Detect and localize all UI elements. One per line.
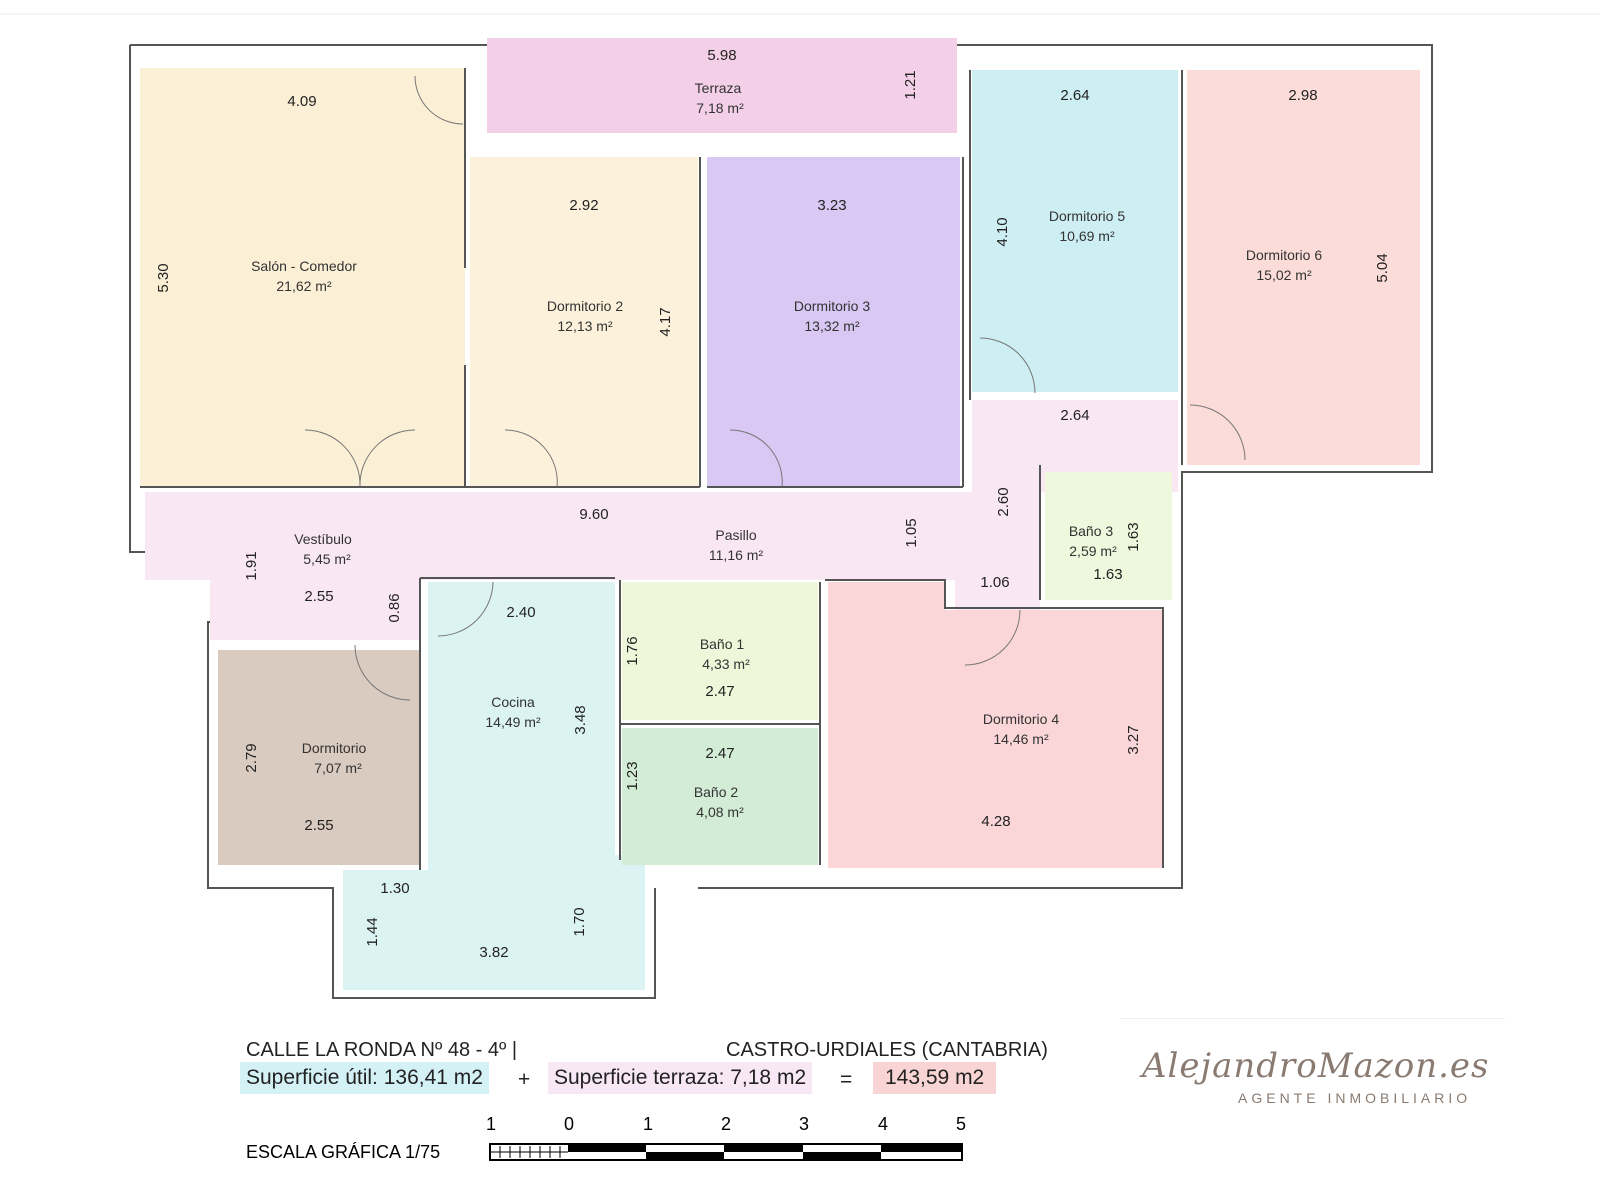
dim-label: 0.86 xyxy=(386,593,403,622)
dim-label: 5.04 xyxy=(1374,253,1391,282)
dim-label: 1.05 xyxy=(903,518,920,547)
dim-label: 2.60 xyxy=(995,487,1012,516)
scale-tick: 0 xyxy=(564,1114,575,1134)
equals-sign: = xyxy=(840,1068,853,1091)
dim-label: 3.82 xyxy=(479,944,508,961)
dim-label: 1.44 xyxy=(364,917,381,946)
scale-tick: 1 xyxy=(643,1114,654,1134)
logo-subtitle: AGENTE INMOBILIARIO xyxy=(1238,1090,1472,1106)
dim-label: 2.47 xyxy=(705,745,734,762)
room-area-dorm6: 15,02 m² xyxy=(1256,267,1312,283)
room-dormitorio xyxy=(218,650,420,865)
room-name-terraza: Terraza xyxy=(695,80,742,96)
scale-bar xyxy=(489,1143,963,1161)
floor-plan: Terraza 7,18 m² 5.98 1.21 Salón - Comedo… xyxy=(0,13,1600,999)
room-name-vestibulo: Vestíbulo xyxy=(294,531,352,547)
room-name-cocina: Cocina xyxy=(491,694,535,710)
room-area-dorm4: 14,46 m² xyxy=(993,731,1049,747)
dim-label: 1.70 xyxy=(571,907,588,936)
logo: AlejandroMazon.es xyxy=(1142,1046,1490,1086)
room-bano-1 xyxy=(622,582,818,720)
dim-label: 4.28 xyxy=(981,813,1010,830)
outer-wall xyxy=(129,44,1433,999)
scale-label: ESCALA GRÁFICA 1/75 xyxy=(246,1142,441,1162)
dim-label: 3.48 xyxy=(572,705,589,734)
dim-label: 1.21 xyxy=(902,70,919,99)
dim-label: 2.64 xyxy=(1060,407,1089,424)
dim-label: 2.47 xyxy=(705,683,734,700)
room-area-bano1: 4,33 m² xyxy=(702,656,750,672)
room-terraza xyxy=(487,38,957,133)
room-name-dorm5: Dormitorio 5 xyxy=(1049,208,1125,224)
dim-label: 2.55 xyxy=(304,817,333,834)
room-area-salon: 21,62 m² xyxy=(276,278,332,294)
room-name-salon: Salón - Comedor xyxy=(251,258,357,274)
room-area-bano2: 4,08 m² xyxy=(696,804,744,820)
dim-label: 1.76 xyxy=(624,636,641,665)
dim-label: 2.64 xyxy=(1060,87,1089,104)
room-name-dorm3: Dormitorio 3 xyxy=(794,298,870,314)
room-area-dormitorio: 7,07 m² xyxy=(314,760,362,776)
room-area-cocina: 14,49 m² xyxy=(485,714,541,730)
room-area-dorm3: 13,32 m² xyxy=(804,318,860,334)
scale-tick: 4 xyxy=(878,1114,889,1134)
room-name-bano1: Baño 1 xyxy=(700,636,745,652)
dim-label: 1.30 xyxy=(380,880,409,897)
dim-label: 2.55 xyxy=(304,588,333,605)
room-cocina xyxy=(343,582,645,990)
dim-label: 5.30 xyxy=(155,263,172,292)
room-name-dorm4: Dormitorio 4 xyxy=(983,711,1059,727)
dim-label: 1.06 xyxy=(980,574,1009,591)
room-area-pasillo: 11,16 m² xyxy=(709,547,764,563)
dim-label: 1.63 xyxy=(1125,522,1142,551)
dim-label: 4.09 xyxy=(287,93,316,110)
dim-label: 1.91 xyxy=(243,551,260,580)
address: CALLE LA RONDA Nº 48 - 4º | xyxy=(246,1039,518,1061)
total-area-badge: 143,59 m2 xyxy=(873,1062,997,1094)
superficie-util-badge: Superficie útil: 136,41 m2 xyxy=(240,1062,489,1094)
dim-label: 4.17 xyxy=(657,307,674,336)
room-dormitorio-2 xyxy=(470,157,698,487)
room-name-pasillo: Pasillo xyxy=(715,527,756,543)
room-name-dorm6: Dormitorio 6 xyxy=(1246,247,1322,263)
dim-label: 2.79 xyxy=(243,743,260,772)
dim-label: 2.40 xyxy=(506,604,535,621)
dim-label: 3.23 xyxy=(817,197,846,214)
dim-label: 2.98 xyxy=(1288,87,1317,104)
scale-tick: 2 xyxy=(721,1114,732,1134)
room-name-bano3: Baño 3 xyxy=(1069,523,1114,539)
room-area-dorm5: 10,69 m² xyxy=(1059,228,1115,244)
dim-label: 1.23 xyxy=(624,761,641,790)
scale-tick: 5 xyxy=(956,1114,967,1134)
room-bano-3 xyxy=(1045,472,1172,600)
scale-tick: 3 xyxy=(799,1114,810,1134)
dim-label: 1.63 xyxy=(1093,566,1122,583)
room-area-terraza: 7,18 m² xyxy=(696,100,744,116)
logo-rule xyxy=(1120,1018,1505,1019)
dim-label: 4.10 xyxy=(994,217,1011,246)
room-dormitorio-3 xyxy=(707,157,960,487)
door-swings xyxy=(304,75,1246,701)
room-salon-comedor xyxy=(140,68,465,487)
room-area-bano3: 2,59 m² xyxy=(1069,543,1117,559)
room-area-vestibulo: 5,45 m² xyxy=(303,551,351,567)
superficie-terraza-badge: Superficie terraza: 7,18 m2 xyxy=(548,1062,813,1094)
dim-label: 2.92 xyxy=(569,197,598,214)
room-name-dorm2: Dormitorio 2 xyxy=(547,298,623,314)
dim-label: 9.60 xyxy=(579,506,608,523)
room-dormitorio-5 xyxy=(972,70,1178,392)
room-name-bano2: Baño 2 xyxy=(694,784,739,800)
scale-tick: 1 xyxy=(486,1114,497,1134)
room-dormitorio-6 xyxy=(1187,70,1420,465)
plus-sign: + xyxy=(518,1068,531,1091)
city: CASTRO-URDIALES (CANTABRIA) xyxy=(726,1039,1048,1061)
room-area-dorm2: 12,13 m² xyxy=(557,318,613,334)
room-name-dormitorio: Dormitorio xyxy=(302,740,367,756)
room-dormitorio-4 xyxy=(828,582,1163,868)
dim-label: 3.27 xyxy=(1125,725,1142,754)
dim-label: 5.98 xyxy=(707,47,736,64)
interior-walls xyxy=(140,68,1183,870)
room-bano-2 xyxy=(622,728,818,865)
